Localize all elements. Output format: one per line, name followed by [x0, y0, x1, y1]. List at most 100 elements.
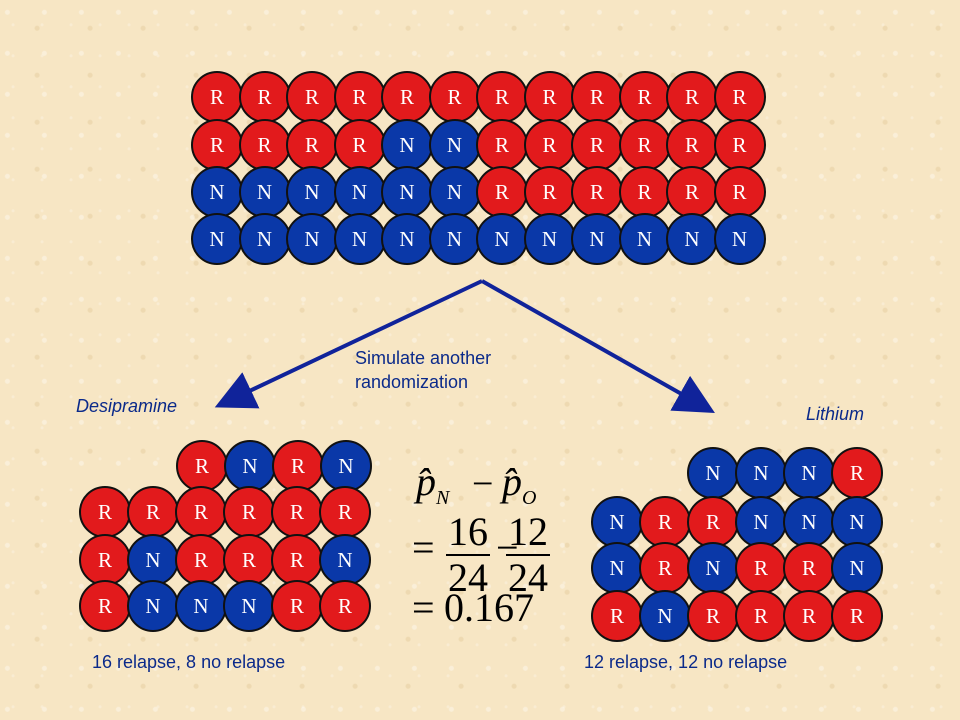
fraction-2-numerator: 12 — [508, 509, 548, 554]
top-grid-cell-r3-c1: N — [238, 213, 291, 265]
top-grid-cell-r0-c3: R — [333, 71, 386, 123]
p-hat-o: p̂O — [502, 459, 537, 509]
top-grid-cell-r0-c1: R — [238, 71, 291, 123]
top-grid-cell-r1-c4: N — [381, 119, 433, 171]
top-grid-cell-r0-c6: R — [476, 71, 528, 123]
left-grid-cell-r2-c5: N — [319, 534, 371, 586]
right-grid-cell-r3-c5: R — [831, 590, 883, 642]
left-grid-cell-r0-c1: N — [224, 440, 276, 492]
right-grid-cell-r2-c1: R — [639, 542, 691, 594]
right-grid-cell-r1-c0: N — [591, 496, 643, 548]
top-grid-cell-r0-c9: R — [618, 71, 671, 123]
left-grid-cell-r2-c0: R — [79, 534, 131, 586]
right-grid-cell-r1-c1: R — [639, 496, 691, 548]
minus-sign: − — [472, 463, 494, 505]
right-grid-cell-r2-c0: N — [591, 542, 643, 594]
top-grid-cell-r3-c10: N — [666, 213, 718, 265]
right-grid-cell-r1-c2: R — [687, 496, 739, 548]
left-grid-cell-r0-c3: N — [320, 440, 372, 492]
fraction-1-bar — [446, 554, 490, 556]
left-grid-cell-r1-c1: R — [127, 486, 179, 538]
fraction-1-denominator: 24 — [448, 555, 488, 600]
simulate-label: Simulate another randomization — [355, 348, 492, 392]
right-grid-cell-r3-c4: R — [783, 590, 835, 642]
top-grid-cell-r1-c3: R — [333, 119, 386, 171]
top-grid-cell-r1-c8: R — [571, 119, 623, 171]
top-grid-cell-r1-c0: R — [191, 119, 243, 171]
arrow-to-lithium — [481, 279, 715, 413]
top-grid-cell-r2-c8: R — [571, 166, 623, 218]
top-grid-cell-r2-c2: N — [286, 166, 338, 218]
left-grid-cell-r3-c1: N — [127, 580, 179, 632]
top-grid-cell-r1-c2: R — [286, 119, 338, 171]
top-grid-cell-r2-c0: N — [191, 166, 243, 218]
top-grid-cell-r1-c6: R — [476, 119, 528, 171]
top-grid-cell-r3-c2: N — [286, 213, 338, 265]
top-grid-cell-r1-c10: R — [666, 119, 718, 171]
left-grid-cell-r2-c1: N — [127, 534, 179, 586]
right-grid-cell-r1-c4: N — [783, 496, 835, 548]
top-grid-cell-r0-c0: R — [191, 71, 243, 123]
minus-sign-2: − — [496, 525, 519, 570]
right-grid-cell-r0-c2: N — [783, 447, 835, 499]
right-grid-cell-r0-c3: R — [831, 447, 883, 499]
left-grid-cell-r1-c3: R — [223, 486, 275, 538]
right-grid-cell-r2-c3: R — [735, 542, 787, 594]
fraction-12-24: 12 24 — [504, 510, 552, 600]
top-grid-cell-r3-c5: N — [428, 213, 481, 265]
left-grid-cell-r1-c0: R — [79, 486, 131, 538]
top-grid-cell-r1-c5: N — [428, 119, 481, 171]
top-grid-cell-r3-c0: N — [191, 213, 243, 265]
top-grid-cell-r0-c2: R — [286, 71, 338, 123]
top-grid-cell-r3-c6: N — [476, 213, 528, 265]
top-grid-cell-r1-c11: R — [713, 119, 766, 171]
top-grid-cell-r2-c9: R — [618, 166, 671, 218]
p-hat-n-subscript: N — [436, 487, 450, 509]
top-grid-cell-r0-c5: R — [428, 71, 481, 123]
top-grid-cell-r0-c4: R — [381, 71, 433, 123]
equals-sign-2: = — [412, 585, 435, 630]
top-grid-cell-r2-c7: R — [523, 166, 576, 218]
top-grid-cell-r0-c10: R — [666, 71, 718, 123]
left-grid-cell-r2-c4: R — [271, 534, 323, 586]
top-grid-cell-r3-c3: N — [333, 213, 386, 265]
left-grid-cell-r0-c0: R — [176, 440, 228, 492]
left-grid-cell-r2-c2: R — [175, 534, 227, 586]
left-grid-cell-r1-c2: R — [175, 486, 227, 538]
left-grid-cell-r1-c4: R — [271, 486, 323, 538]
top-grid-cell-r0-c8: R — [571, 71, 623, 123]
left-grid-cell-r3-c0: R — [79, 580, 131, 632]
right-grid-cell-r1-c3: N — [735, 496, 787, 548]
top-grid-cell-r3-c9: N — [618, 213, 671, 265]
right-grid-cell-r3-c3: R — [735, 590, 787, 642]
arrow-to-desipramine — [214, 279, 483, 409]
p-hat-n: p̂N — [416, 459, 450, 509]
p-hat-o-subscript: O — [522, 487, 537, 509]
left-grid-cell-r3-c2: N — [175, 580, 227, 632]
top-grid-cell-r3-c8: N — [571, 213, 623, 265]
left-grid-cell-r3-c3: N — [223, 580, 275, 632]
top-grid-cell-r1-c9: R — [618, 119, 671, 171]
difference-result: 0.167 — [444, 585, 534, 630]
lithium-summary: 12 relapse, 12 no relapse — [584, 652, 788, 672]
top-grid-cell-r2-c4: N — [381, 166, 433, 218]
fraction-2-denominator: 24 — [508, 555, 548, 600]
left-grid-cell-r0-c2: R — [272, 440, 324, 492]
right-grid-cell-r3-c2: R — [687, 590, 739, 642]
right-grid-cell-r2-c2: N — [687, 542, 739, 594]
fraction-2-bar — [506, 554, 550, 556]
left-grid-cell-r3-c5: R — [319, 580, 371, 632]
right-grid-cell-r0-c1: N — [735, 447, 787, 499]
right-grid-cell-r2-c5: N — [831, 542, 883, 594]
top-grid-cell-r2-c3: N — [333, 166, 386, 218]
desipramine-summary: 16 relapse, 8 no relapse — [92, 652, 286, 672]
top-grid-cell-r3-c7: N — [523, 213, 576, 265]
equals-sign-1: = — [412, 525, 435, 570]
top-grid-cell-r1-c1: R — [238, 119, 291, 171]
left-grid-cell-r1-c5: R — [319, 486, 371, 538]
right-grid-cell-r2-c4: R — [783, 542, 835, 594]
right-grid-cell-r3-c0: R — [591, 590, 643, 642]
top-grid-cell-r2-c10: R — [666, 166, 718, 218]
lithium-label: Lithium — [806, 404, 865, 424]
